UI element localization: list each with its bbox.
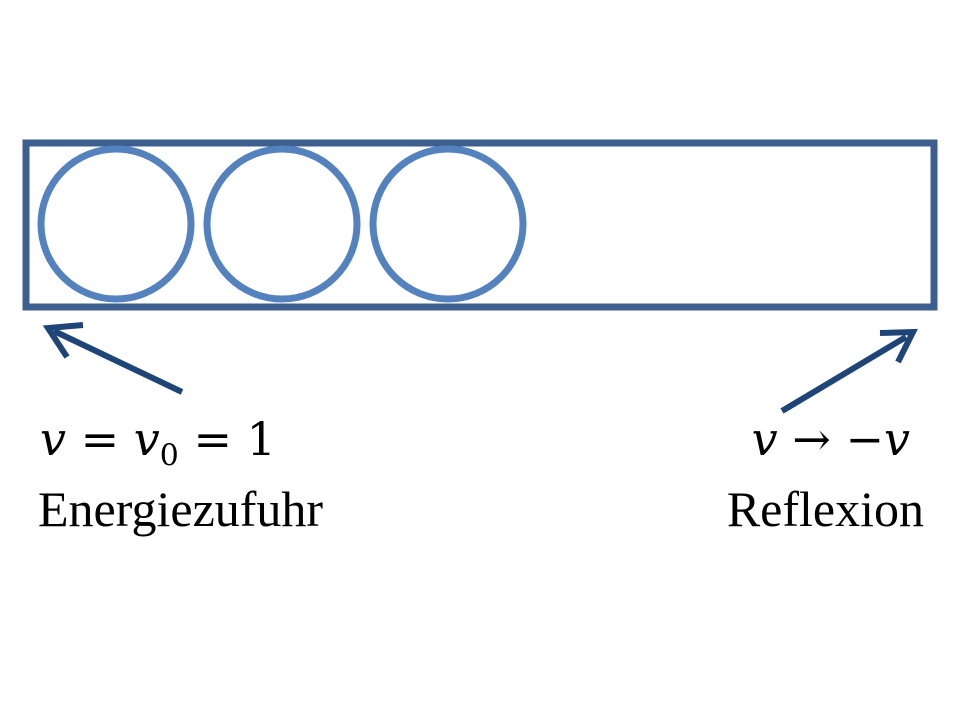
velocity-symbol: v xyxy=(751,412,778,466)
arrow-up-right-icon xyxy=(780,328,918,414)
subscript-zero: 0 xyxy=(159,438,179,474)
tube-rectangle xyxy=(22,139,938,311)
energy-input-caption: Energiezufuhr xyxy=(38,481,324,537)
equals-one: = 1 xyxy=(178,412,276,466)
equals-sign: = xyxy=(66,412,134,466)
particle-circle xyxy=(369,145,527,303)
arrow-up-left-icon xyxy=(42,322,184,395)
reflection-caption: Reflexion xyxy=(726,481,924,537)
velocity-symbol: v xyxy=(133,412,160,466)
particle-circle xyxy=(37,145,195,303)
reflection-formula: v → −v xyxy=(752,416,910,462)
maps-to-negative: → − xyxy=(777,412,884,466)
particle-circle xyxy=(203,145,361,303)
velocity-symbol: v xyxy=(884,412,910,466)
velocity-symbol: v xyxy=(40,412,66,466)
energy-input-formula: v = v0 = 1 xyxy=(40,416,276,471)
